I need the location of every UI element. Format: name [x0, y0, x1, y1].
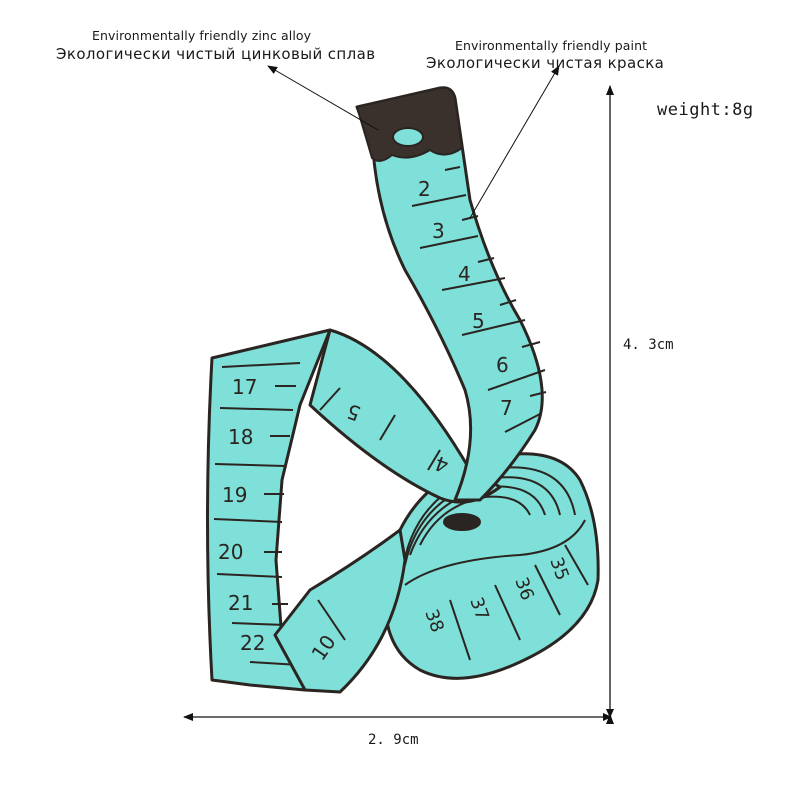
tape-number-17: 17 — [232, 375, 257, 399]
tape-number-20: 20 — [218, 540, 243, 564]
tape-number-6: 6 — [496, 353, 509, 377]
material-pointer-arrow — [267, 65, 379, 131]
hanging-tape-strip: 2 3 4 5 6 7 — [355, 86, 547, 502]
tape-number-4: 4 — [458, 262, 471, 286]
left-tape-strip: 17 18 19 20 21 22 — [206, 328, 332, 692]
height-dimension-label: 4. 3cm — [623, 337, 674, 353]
paint-label-russian: Экологически чистая краска — [426, 54, 665, 72]
tape-number-21: 21 — [228, 591, 253, 615]
width-arrow-right — [603, 713, 612, 721]
tape-number-2: 2 — [418, 177, 431, 201]
tape-number-5: 5 — [472, 309, 485, 333]
material-label-russian: Экологически чистый цинковый сплав — [56, 45, 376, 63]
tab-hole — [392, 127, 424, 147]
width-dimension-label: 2. 9cm — [368, 732, 419, 748]
tape-number-7: 7 — [500, 396, 513, 420]
tape-roll: 35 36 37 38 — [383, 452, 600, 680]
weight-label: weight:8g — [657, 100, 754, 120]
metal-tab — [355, 86, 464, 162]
tape-number-22: 22 — [240, 631, 265, 655]
tape-number-3: 3 — [432, 219, 445, 243]
paint-label-english: Environmentally friendly paint — [455, 38, 648, 53]
tape-number-19: 19 — [222, 483, 247, 507]
material-label-english: Environmentally friendly zinc alloy — [92, 28, 312, 43]
paint-pointer-arrow — [469, 65, 560, 219]
tape-number-18: 18 — [228, 425, 253, 449]
height-arrow-bottom — [606, 709, 614, 718]
